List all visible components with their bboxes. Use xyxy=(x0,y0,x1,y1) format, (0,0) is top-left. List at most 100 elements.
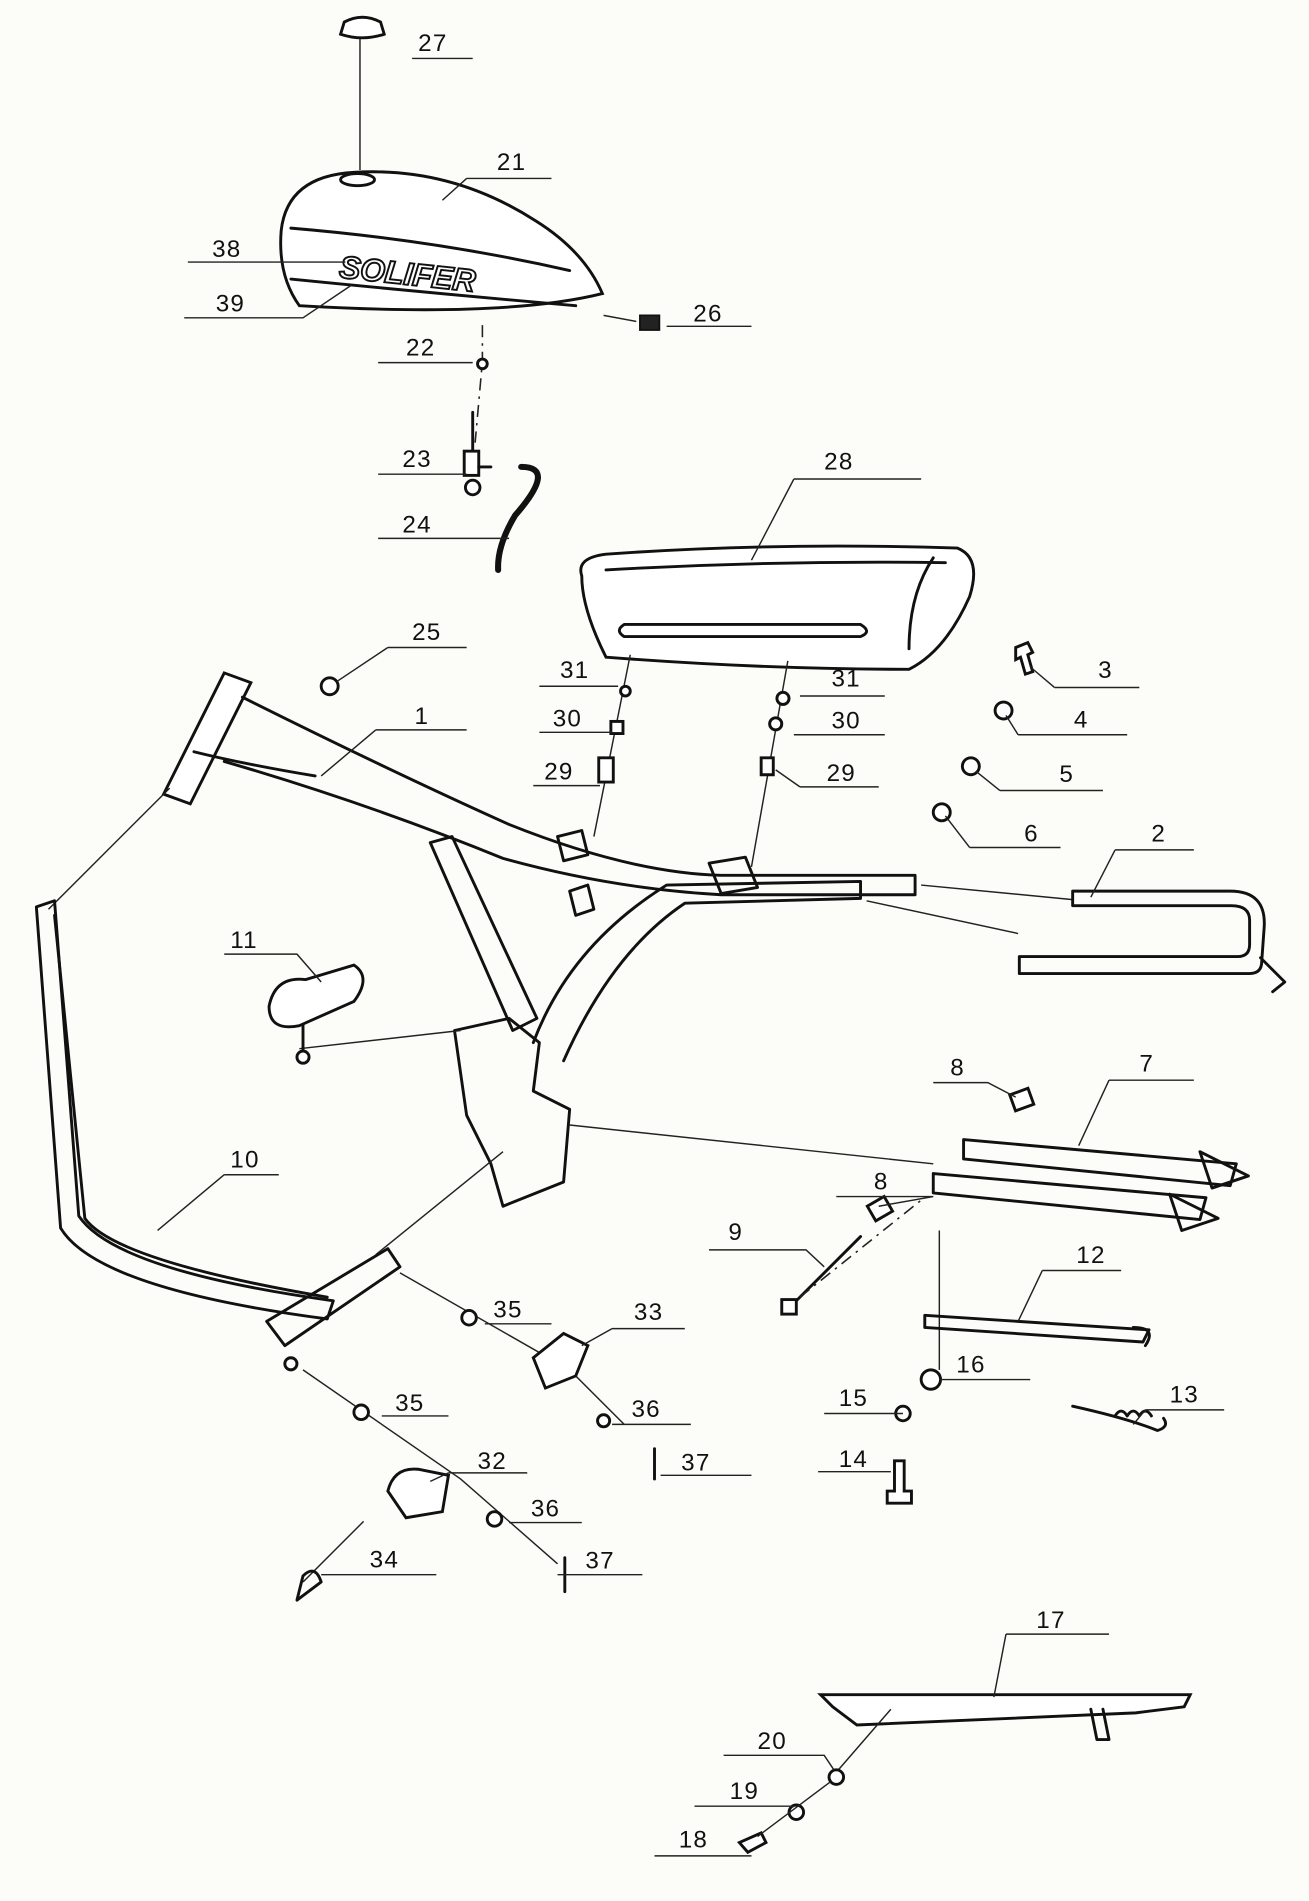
svg-text:19: 19 xyxy=(730,1778,759,1805)
callout-8-lower: 8 xyxy=(836,1168,934,1207)
callout-39: 39 xyxy=(184,284,352,319)
svg-text:37: 37 xyxy=(681,1449,710,1476)
callout-30-right: 30 xyxy=(793,708,885,736)
callout-8-top: 8 xyxy=(933,1054,1017,1098)
svg-text:10: 10 xyxy=(230,1146,259,1173)
svg-text:17: 17 xyxy=(1036,1607,1065,1634)
svg-text:4: 4 xyxy=(1074,706,1089,733)
callout-17: 17 xyxy=(993,1607,1110,1698)
callout-34: 34 xyxy=(321,1546,437,1576)
svg-text:27: 27 xyxy=(418,30,447,57)
svg-text:36: 36 xyxy=(531,1496,560,1523)
callout-37-lower: 37 xyxy=(557,1548,643,1576)
callout-32: 32 xyxy=(429,1448,528,1483)
side-stand xyxy=(885,1313,1167,1505)
svg-text:13: 13 xyxy=(1170,1382,1199,1409)
svg-text:29: 29 xyxy=(827,760,856,787)
svg-text:39: 39 xyxy=(216,291,245,318)
svg-text:29: 29 xyxy=(544,759,573,786)
callout-36-upper: 36 xyxy=(612,1396,691,1426)
svg-text:38: 38 xyxy=(212,236,241,263)
swingarm xyxy=(780,1086,1250,1370)
footpeg-hardware xyxy=(295,1272,656,1602)
callout-33: 33 xyxy=(581,1299,685,1347)
callout-4: 4 xyxy=(1005,706,1128,736)
svg-text:22: 22 xyxy=(406,334,435,361)
svg-text:26: 26 xyxy=(693,300,722,327)
callout-10: 10 xyxy=(157,1146,279,1232)
callout-16: 16 xyxy=(939,1351,1031,1381)
callout-18: 18 xyxy=(654,1826,752,1857)
svg-text:24: 24 xyxy=(402,511,431,538)
callout-5: 5 xyxy=(975,761,1103,792)
svg-text:12: 12 xyxy=(1076,1242,1105,1269)
mount-bracket xyxy=(267,963,365,1065)
callout-19: 19 xyxy=(694,1778,794,1807)
callout-27: 27 xyxy=(412,30,473,60)
main-frame xyxy=(47,671,1073,1256)
callout-22: 22 xyxy=(378,334,473,364)
svg-text:15: 15 xyxy=(839,1385,868,1412)
svg-text:2: 2 xyxy=(1151,820,1166,847)
callout-36-lower: 36 xyxy=(509,1496,582,1524)
callout-23: 23 xyxy=(378,446,467,475)
seat xyxy=(579,544,976,867)
callout-30-left: 30 xyxy=(539,705,613,734)
svg-text:8: 8 xyxy=(874,1168,889,1195)
footrest-bar xyxy=(34,899,402,1372)
svg-text:3: 3 xyxy=(1098,657,1113,684)
callout-3: 3 xyxy=(1029,657,1140,689)
fuel-tank: SOLIFER xyxy=(279,170,661,443)
svg-text:35: 35 xyxy=(395,1390,424,1417)
svg-text:28: 28 xyxy=(824,448,853,475)
svg-text:14: 14 xyxy=(839,1446,868,1473)
callout-15: 15 xyxy=(824,1385,903,1415)
callout-2: 2 xyxy=(1090,820,1194,898)
callout-29-left: 29 xyxy=(533,759,600,787)
svg-text:9: 9 xyxy=(728,1219,743,1246)
rear-rack xyxy=(1017,889,1287,994)
callout-1: 1 xyxy=(320,703,467,777)
svg-text:5: 5 xyxy=(1059,761,1074,788)
svg-text:32: 32 xyxy=(478,1448,507,1475)
callout-12: 12 xyxy=(1017,1242,1122,1322)
callout-25: 25 xyxy=(336,619,467,683)
svg-text:18: 18 xyxy=(679,1826,708,1853)
hardware-3-6 xyxy=(319,640,1035,823)
callout-35-lower: 35 xyxy=(381,1390,449,1417)
callout-24: 24 xyxy=(378,511,510,540)
svg-text:33: 33 xyxy=(634,1299,663,1326)
svg-text:23: 23 xyxy=(402,446,431,473)
svg-text:30: 30 xyxy=(831,708,860,735)
svg-text:31: 31 xyxy=(560,657,589,684)
svg-text:34: 34 xyxy=(370,1546,399,1573)
svg-text:1: 1 xyxy=(415,703,430,730)
callout-20: 20 xyxy=(723,1728,835,1771)
svg-text:25: 25 xyxy=(412,619,441,646)
callouts: 27 21 38 39 26 22 23 24 28 25 31 30 29 3… xyxy=(157,30,1225,1857)
callout-31-right: 31 xyxy=(799,665,885,697)
svg-text:8: 8 xyxy=(950,1054,965,1081)
svg-text:35: 35 xyxy=(493,1297,522,1324)
svg-text:11: 11 xyxy=(230,927,258,954)
svg-text:37: 37 xyxy=(585,1548,614,1575)
svg-text:31: 31 xyxy=(831,665,860,692)
svg-text:21: 21 xyxy=(497,149,526,176)
callout-7: 7 xyxy=(1078,1051,1194,1146)
callout-35-upper: 35 xyxy=(484,1297,552,1325)
callout-21: 21 xyxy=(441,149,552,201)
callout-6: 6 xyxy=(944,815,1061,849)
callout-26: 26 xyxy=(666,300,752,327)
svg-text:36: 36 xyxy=(631,1396,660,1423)
callout-37-upper: 37 xyxy=(660,1449,752,1476)
callout-38: 38 xyxy=(187,236,346,263)
svg-text:6: 6 xyxy=(1024,820,1039,847)
fuel-tap xyxy=(462,410,541,573)
callout-28: 28 xyxy=(750,448,922,561)
svg-text:20: 20 xyxy=(758,1728,787,1755)
svg-text:7: 7 xyxy=(1139,1051,1154,1078)
callout-29-right: 29 xyxy=(775,760,879,788)
chain-guard xyxy=(736,1693,1193,1855)
svg-text:30: 30 xyxy=(553,705,582,732)
